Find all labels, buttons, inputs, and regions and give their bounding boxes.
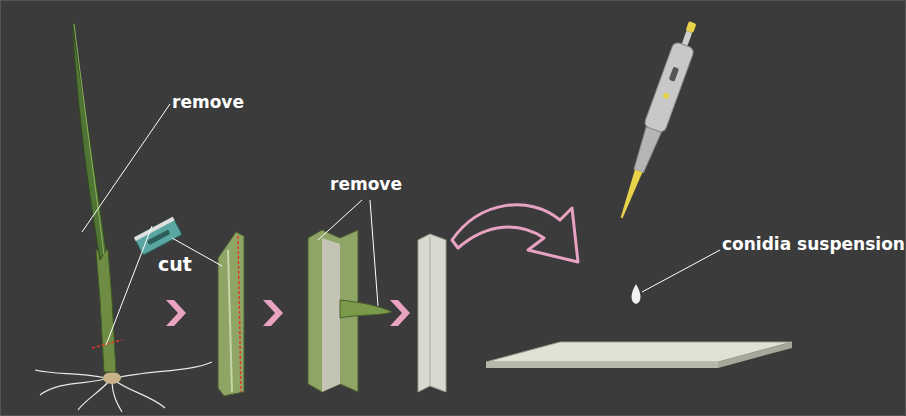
annotation-label: conidia suspension (722, 236, 905, 253)
leader-lines (82, 104, 720, 345)
roots (35, 362, 212, 412)
sheath-inner (322, 238, 340, 392)
transfer-arrow (452, 205, 578, 262)
plant-leaf (72, 20, 106, 260)
leaf-sheath (218, 232, 244, 396)
seed (103, 372, 121, 384)
annotation-label: remove (330, 176, 402, 193)
plant-stem (96, 250, 116, 372)
leaf-vein (74, 24, 104, 255)
sheath-fold (228, 250, 232, 392)
drop (632, 284, 641, 304)
annotation-label: cut (158, 255, 192, 274)
cut-line (238, 236, 241, 392)
step-chevrons (166, 300, 410, 326)
slide-edge (718, 342, 792, 368)
annotation-label: remove (172, 94, 244, 111)
slide-edge (486, 362, 718, 368)
inner-leaf (340, 300, 392, 318)
epidermis-strip (418, 234, 446, 392)
strip-fold (430, 236, 431, 386)
razor-blade (134, 217, 182, 255)
pipette (611, 19, 703, 222)
